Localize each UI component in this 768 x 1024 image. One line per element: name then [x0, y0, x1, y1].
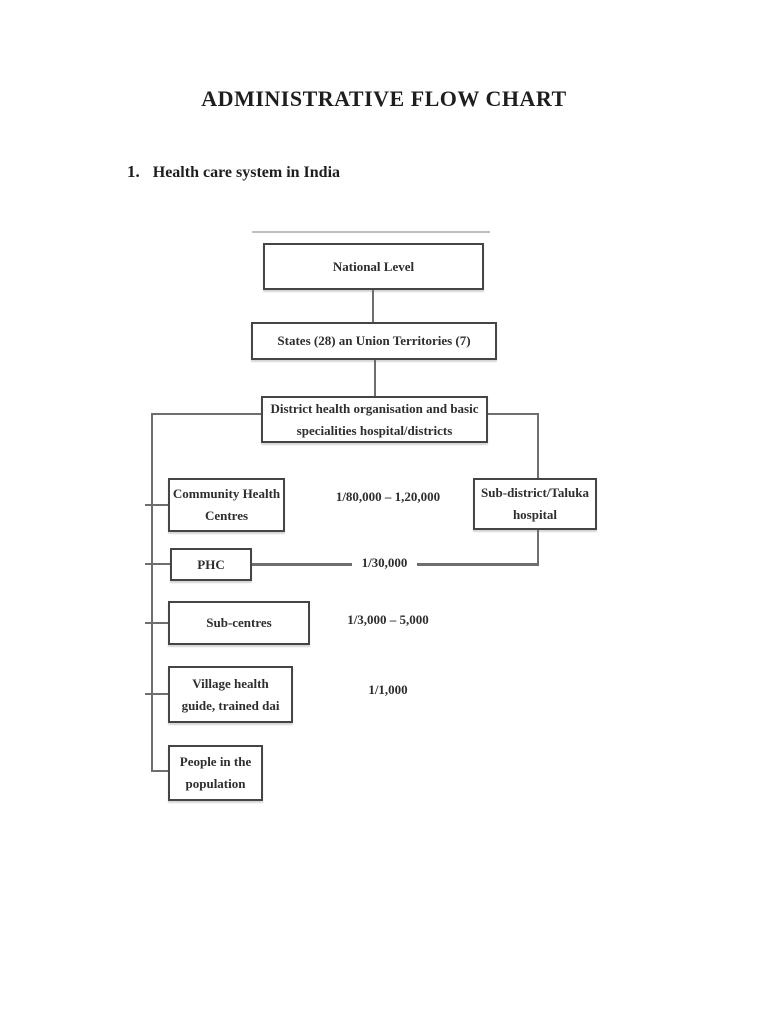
connector-states-to-district: [374, 360, 376, 396]
page-title: ADMINISTRATIVE FLOW CHART: [201, 86, 567, 111]
node-label-line2: guide, trained dai: [181, 697, 280, 713]
ratio-label-village: 1/1,000: [350, 682, 426, 698]
connector-left-rail: [151, 413, 153, 772]
section-heading-text: Health care system in India: [152, 164, 341, 181]
node-label: States (28) an Union Territories (7): [277, 333, 471, 348]
node-sub-centres: Sub-centres: [168, 601, 310, 645]
connector-phc-ratio-right: [417, 563, 539, 566]
ratio-label-phc: 1/30,000: [352, 555, 417, 571]
scan-ghost-line: [252, 231, 490, 233]
node-label-line1: People in the: [179, 754, 252, 769]
node-label: PHC: [197, 556, 225, 572]
node-community-health-centres: Community Health Centres: [168, 478, 285, 532]
connector-national-to-states: [372, 290, 374, 322]
node-label-line2: hospital: [512, 507, 558, 522]
tick-sub-centres: [145, 622, 168, 624]
node-phc: PHC: [170, 548, 252, 581]
node-people-in-population: People in the population: [168, 745, 263, 801]
node-label-line2: Centres: [204, 508, 249, 523]
node-label: National Level: [332, 258, 415, 274]
connector-subdistrict-down: [537, 530, 539, 566]
node-label-line2: specialities hospital/districts: [296, 422, 453, 438]
connector-district-right-branch: [488, 413, 539, 415]
section-heading: 1. Health care system in India: [127, 162, 340, 182]
node-label: Sub-centres: [206, 615, 272, 630]
node-sub-district-taluka-hospital: Sub-district/Taluka hospital: [473, 478, 597, 530]
ratio-label-chc: 1/80,000 – 1,20,000: [330, 489, 446, 505]
node-label-line1: District health organisation and basic: [270, 400, 479, 416]
connector-district-left-branch: [151, 413, 261, 415]
tick-phc: [145, 563, 170, 565]
node-national-level: National Level: [263, 243, 484, 290]
ratio-label-sub-centres: 1/3,000 – 5,000: [340, 612, 436, 628]
node-states-union-territories: States (28) an Union Territories (7): [251, 322, 497, 360]
node-village-health-guide: Village health guide, trained dai: [168, 666, 293, 723]
tick-community-health-centres: [145, 504, 168, 506]
node-label-line1: Sub-district/Taluka: [481, 485, 589, 500]
node-label-line2: population: [185, 776, 246, 791]
node-label-line1: Village health: [192, 675, 269, 691]
connector-right-to-subdistrict: [537, 413, 539, 478]
connector-rail-to-people: [151, 770, 168, 772]
section-number: 1.: [127, 162, 140, 181]
connector-phc-ratio-left: [252, 563, 352, 566]
node-label-line1: Community Health: [172, 486, 281, 501]
tick-village-health-guide: [145, 693, 168, 695]
node-district-health-organisation: District health organisation and basic s…: [261, 396, 488, 443]
